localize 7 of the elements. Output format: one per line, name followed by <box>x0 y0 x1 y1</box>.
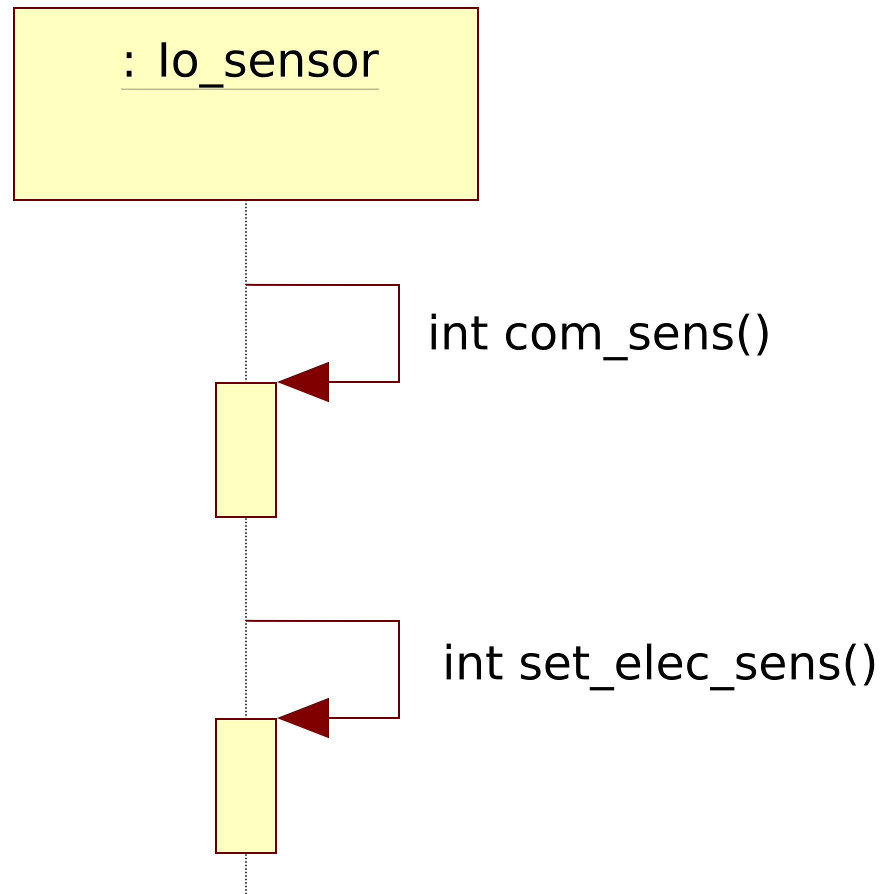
message-label: int set_elec_sens() <box>446 644 874 690</box>
self-message-arrow <box>246 284 400 402</box>
message-label: int com_sens() <box>432 314 768 360</box>
activation-bar <box>215 382 277 518</box>
self-message-arrow <box>246 620 400 738</box>
object-box: : Io_sensor <box>13 7 479 201</box>
activation-bar <box>215 718 277 854</box>
